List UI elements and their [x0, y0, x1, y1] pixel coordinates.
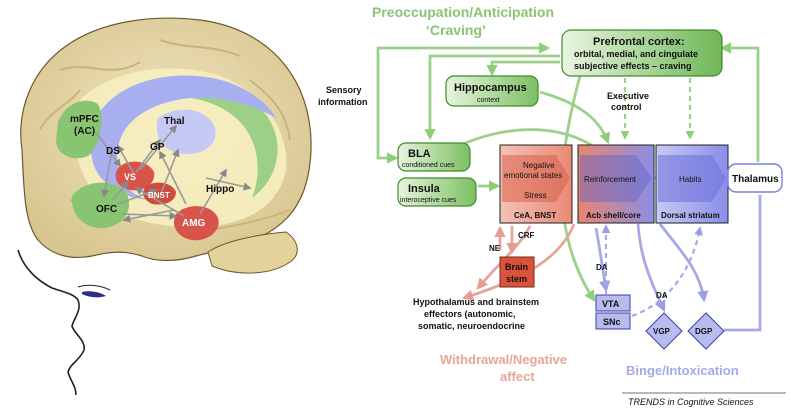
- insula-box: [397, 177, 477, 207]
- thal-label: Thal: [164, 116, 185, 127]
- ofc-label: OFC: [96, 204, 117, 215]
- brainstem-line2: stem: [506, 274, 527, 284]
- stress-label: Stress: [524, 191, 547, 200]
- acb-label: Acb shell/core: [586, 211, 641, 220]
- vgp-label: VGP: [653, 327, 671, 336]
- dgp-label: DGP: [695, 327, 713, 336]
- sensory-line1: Sensory: [326, 85, 362, 95]
- withdrawal-title-line2: affect: [500, 369, 535, 384]
- binge-title: Binge/Intoxication: [626, 363, 739, 378]
- craving-title: ‘Craving’: [426, 22, 486, 38]
- cea-bnst-label: CeA, BNST: [514, 211, 556, 220]
- vgp-diamond: [645, 312, 683, 350]
- cerebellum: [207, 231, 298, 274]
- habits-label: Habits: [679, 175, 702, 184]
- hypo-line1: Hypothalamus and brainstem: [413, 297, 539, 307]
- pfc-line3: subjective effects – craving: [574, 61, 692, 71]
- hippocampus-box: [445, 75, 539, 107]
- mpfc-label: mPFC: [70, 114, 99, 125]
- circuit-diagram: Preoccupation/Anticipation ‘Craving’: [318, 4, 786, 407]
- vta-label: VTA: [602, 299, 620, 309]
- mpfc-region: [56, 100, 102, 159]
- hypo-line3: somatic, neuroendocrine: [418, 321, 525, 331]
- vta-box: [595, 294, 631, 312]
- gp-label: GP: [150, 142, 165, 153]
- pfc-box: [561, 29, 723, 77]
- amg-label: AMG: [182, 218, 206, 229]
- hippo-label: Hippo: [206, 184, 234, 195]
- ne-label: NE: [489, 244, 501, 253]
- pfc-title: Prefrontal cortex:: [593, 36, 685, 48]
- ds-label: DS: [106, 146, 120, 157]
- amg-region: [173, 206, 219, 241]
- thalamus-box: [727, 163, 783, 193]
- journal-credit: TRENDS in Cognitive Sciences: [628, 397, 754, 407]
- face-profile: [17, 249, 85, 396]
- hippocampus-sub: context: [477, 97, 500, 104]
- executive-line2: control: [611, 102, 642, 112]
- pfc-line2: orbital, medial, and cingulate: [574, 49, 698, 59]
- da-label-1: DA: [596, 263, 608, 272]
- preoccupation-title: Preoccupation/Anticipation: [372, 4, 554, 20]
- withdrawal-title-line1: Withdrawal/Negative: [440, 352, 567, 367]
- brainstem-box: [499, 256, 535, 288]
- neg-line2: emotional states: [504, 171, 562, 180]
- ofc-region: [71, 182, 130, 229]
- snc-label: SNc: [603, 317, 621, 327]
- bnst-label: BNST: [148, 191, 170, 200]
- brainstem-line1: Brain: [505, 262, 528, 272]
- reinforcement-label: Reinforcement: [584, 175, 637, 184]
- eye: [82, 291, 106, 298]
- insula-title: Insula: [408, 183, 441, 195]
- sensory-line2: information: [318, 97, 368, 107]
- reinforcement-box: [577, 144, 655, 224]
- hippocampus-title: Hippocampus: [454, 82, 527, 94]
- bla-sub: conditioned cues: [402, 162, 455, 169]
- crf-label: CRF: [518, 231, 535, 240]
- da-label-2: DA: [656, 291, 668, 300]
- dgp-diamond: [687, 312, 725, 350]
- vs-label: VS: [124, 172, 136, 182]
- dorsal-label: Dorsal striatum: [661, 211, 720, 220]
- ac-label: (AC): [74, 126, 95, 137]
- snc-box: [595, 312, 631, 330]
- hypo-line2: effectors (autonomic,: [424, 309, 516, 319]
- bnst-region: [143, 182, 176, 205]
- striatum-blue: [89, 75, 276, 200]
- bla-title: BLA: [408, 148, 431, 160]
- neg-line1: Negative: [523, 161, 555, 170]
- brain-illustration: mPFC (AC) DS GP Thal VS BNST OFC AMG Hip…: [17, 17, 312, 396]
- bla-box: [397, 142, 471, 172]
- thalamus-label: Thalamus: [732, 174, 779, 185]
- executive-line1: Executive: [607, 91, 649, 101]
- insula-sub: interoceptive cues: [400, 197, 457, 204]
